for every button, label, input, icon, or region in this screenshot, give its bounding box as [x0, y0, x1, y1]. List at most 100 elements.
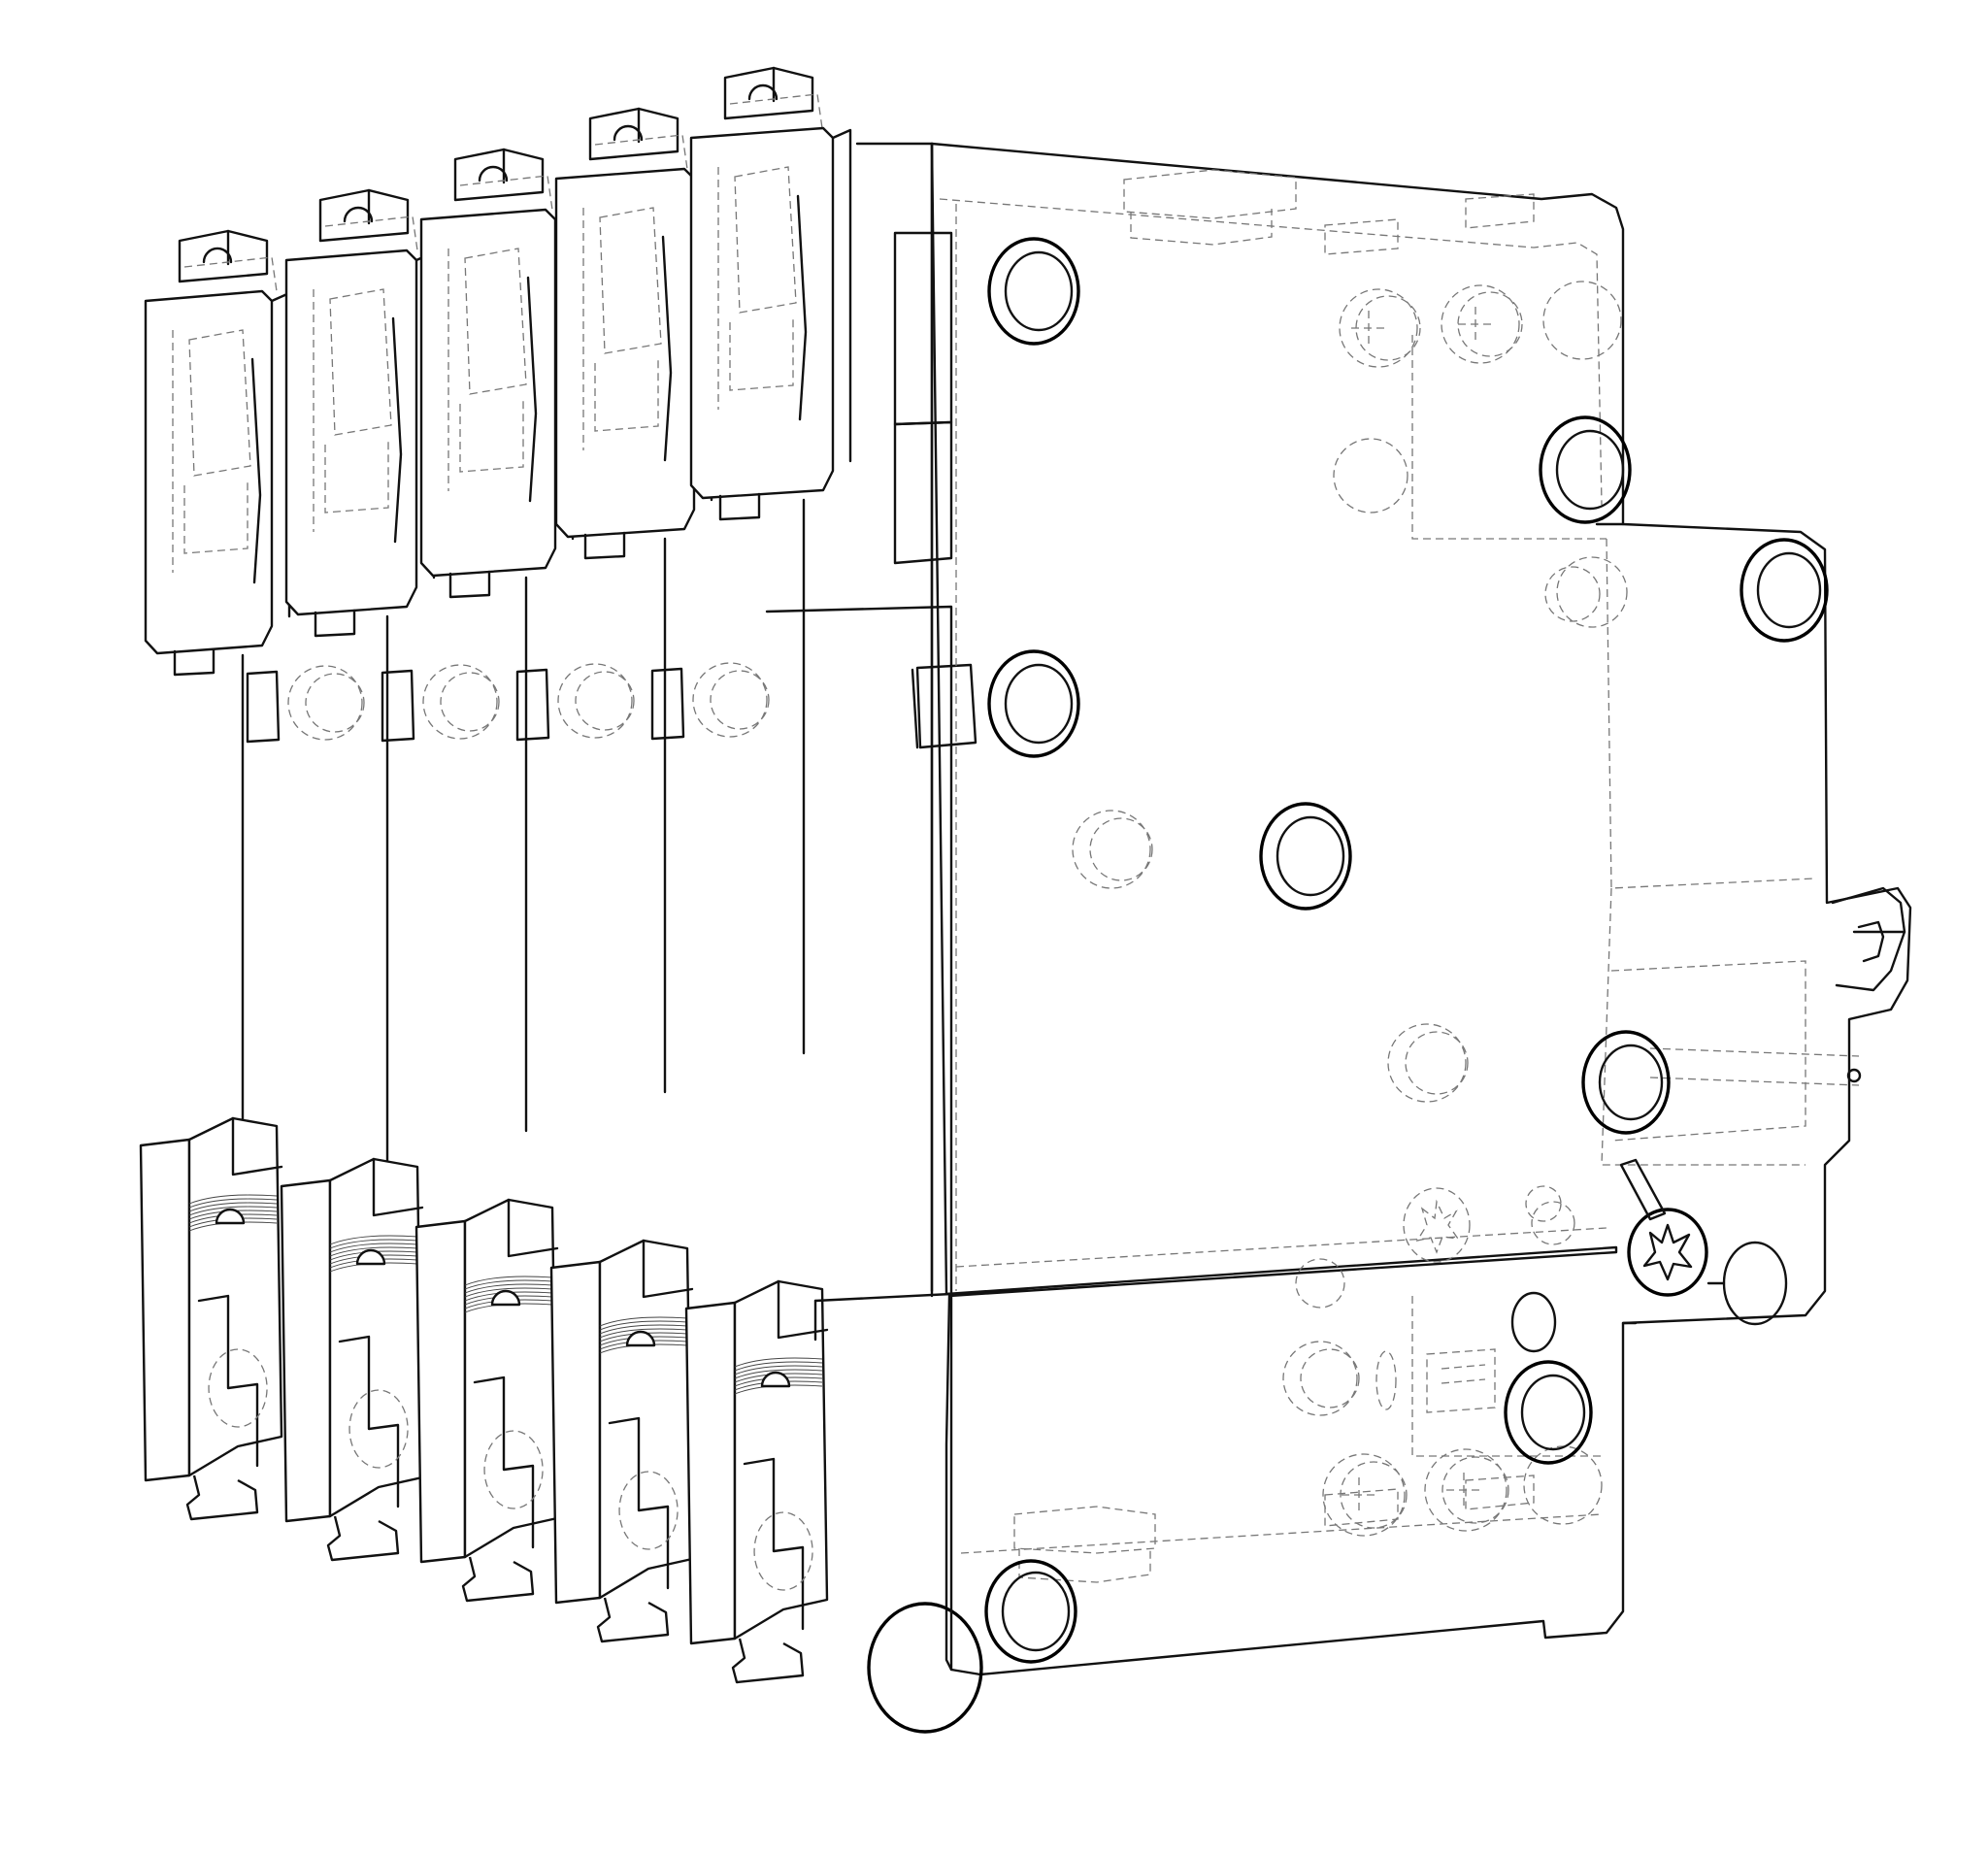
latch-hidden — [594, 134, 688, 170]
terminal-body — [463, 1198, 559, 1559]
toggle-icon — [329, 288, 392, 436]
terminal-screw — [490, 1289, 521, 1307]
terminal-hatch — [188, 1194, 278, 1205]
terminal-hatch — [734, 1369, 823, 1379]
terminal-top-edge — [372, 1157, 424, 1217]
housing-depth — [831, 128, 852, 463]
latch-ring — [478, 148, 509, 184]
rocker-detail — [172, 330, 248, 573]
latch-hidden — [729, 93, 823, 129]
terminal-top-edge — [231, 1116, 283, 1177]
terminal-foot — [461, 1556, 535, 1603]
terminal-foot — [596, 1597, 670, 1643]
terminal-body — [598, 1239, 694, 1600]
front-bottom-block — [813, 1292, 953, 1672]
terminal-hatch — [599, 1320, 688, 1331]
housing-foot — [583, 531, 626, 560]
terminal-hatch — [329, 1243, 418, 1253]
terminal-slot — [473, 1375, 535, 1549]
hole-icon — [984, 1559, 1077, 1664]
terminal-hatch — [464, 1276, 553, 1286]
terminal-hatch — [329, 1246, 418, 1257]
terminal-slot — [608, 1416, 670, 1590]
terminal-foot — [326, 1515, 400, 1562]
module-1 — [139, 229, 291, 1521]
latch-block — [723, 66, 814, 120]
module-5 — [650, 66, 852, 1684]
module-housing — [554, 167, 696, 539]
toggle-icon — [734, 166, 797, 314]
toggle-icon — [464, 248, 527, 395]
rocker-detail — [447, 249, 524, 491]
terminal-hatch — [599, 1328, 688, 1339]
terminal-top-edge — [507, 1198, 559, 1258]
front-faceplate — [765, 142, 977, 1298]
terminal-tab — [515, 668, 550, 742]
hole-icon — [1740, 538, 1829, 643]
terminal-tab — [381, 669, 415, 743]
terminal-foot — [185, 1475, 259, 1521]
terminal-hidden-circle — [483, 1430, 544, 1509]
hidden-circle — [422, 664, 498, 740]
terminal-slot — [743, 1457, 805, 1631]
terminal-screw — [625, 1330, 656, 1347]
terminal-hatch — [464, 1283, 553, 1294]
latch-block — [588, 107, 679, 161]
terminal-hatch — [188, 1206, 278, 1216]
hole-icon — [1504, 1360, 1593, 1465]
hole-icon — [1510, 1291, 1557, 1353]
rocker-edge — [661, 235, 673, 462]
terminal-hatch — [734, 1365, 823, 1375]
latch-hidden — [324, 215, 418, 251]
rocker-detail — [717, 167, 794, 410]
terminal-icon — [280, 1178, 332, 1523]
terminal-body — [187, 1116, 283, 1477]
hole-icon — [987, 237, 1080, 346]
hidden-circle — [710, 670, 770, 730]
terminal-hatch — [734, 1361, 823, 1372]
hole-icon — [1706, 1241, 1788, 1326]
hidden-circles — [1072, 281, 1628, 1537]
housing-foot — [314, 609, 356, 638]
hidden-circle — [575, 671, 635, 731]
rocker-edge — [250, 357, 262, 584]
toggle-icon — [599, 207, 662, 354]
back-plate — [930, 142, 1912, 1676]
module-2 — [246, 188, 436, 1562]
hidden-circle — [440, 672, 500, 732]
hole-icon — [1581, 1030, 1671, 1135]
terminal-top-edge — [777, 1279, 829, 1340]
screw-icon — [1403, 1187, 1471, 1263]
latch-ring — [747, 66, 779, 103]
hole-icon — [987, 649, 1080, 758]
terminal-slot — [338, 1335, 400, 1508]
mounting-holes — [867, 237, 1829, 1734]
terminal-hatch — [464, 1287, 553, 1298]
rocker-detail — [582, 208, 659, 450]
terminal-icon — [549, 1260, 602, 1605]
toggle-icon — [1831, 886, 1906, 1083]
hole-icon — [1259, 802, 1352, 911]
module-3 — [381, 148, 575, 1603]
terminal-foot — [731, 1638, 805, 1684]
terminal-hatch — [464, 1279, 553, 1290]
terminal-hidden-circle — [348, 1389, 409, 1469]
rocker-edge — [526, 276, 538, 503]
terminal-hidden-circle — [753, 1511, 813, 1591]
hidden-circle — [557, 663, 633, 739]
hole-icon — [867, 1602, 983, 1734]
terminal-hatch — [599, 1324, 688, 1335]
terminal-icon — [684, 1301, 737, 1645]
terminal-hidden-circle — [208, 1348, 268, 1428]
latch-ring — [202, 229, 233, 266]
terminal-screw — [355, 1248, 386, 1266]
latch-block — [453, 148, 545, 202]
toggle-icon — [188, 329, 251, 477]
terminal-screw — [215, 1208, 246, 1225]
screw-icon — [1619, 1158, 1708, 1297]
module-housing — [689, 126, 835, 500]
latch-block — [178, 229, 269, 283]
hidden-circle — [287, 665, 363, 741]
rocker-edge — [796, 194, 808, 421]
